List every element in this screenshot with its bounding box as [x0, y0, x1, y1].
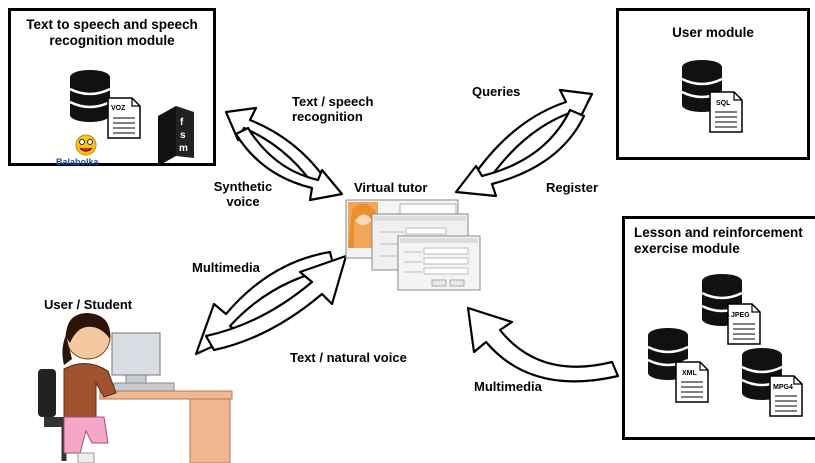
sql-file-tag: SQL [716, 100, 731, 107]
label-synthetic-voice: Synthetic voice [213, 179, 273, 209]
student-hair [66, 313, 111, 343]
arrow-to-virtual-tutor-from-user [454, 108, 586, 198]
arrow-to-virtual-tutor-from-tts [234, 126, 344, 202]
document-icon: VOZ [107, 97, 141, 139]
jpeg-file-tag: JPEG [731, 312, 750, 319]
lesson-module-title: Lesson and reinforcement exercise module [634, 225, 803, 256]
document-icon: MPG4 [769, 375, 803, 417]
student-pants [63, 416, 109, 454]
balabolka-logo-icon [75, 134, 97, 156]
arrow-to-virtual-tutor-from-student [204, 254, 348, 352]
tts-module-graphics: VOZ f s m Balabolka [56, 68, 194, 167]
keyboard [113, 382, 175, 392]
label-text-natural-voice: Text / natural voice [290, 350, 407, 365]
tts-module-title: Text to speech and speech recognition mo… [26, 17, 198, 48]
virtual-tutor-screens [345, 199, 481, 291]
user-module-title: User module [672, 25, 754, 40]
label-queries: Queries [472, 84, 521, 99]
voz-file-tag: VOZ [111, 105, 126, 112]
fsm-book-icon: f s m [158, 106, 194, 166]
xml-file-tag: XML [682, 370, 698, 377]
label-multimedia-left: Multimedia [192, 260, 260, 275]
arrow-to-tts-module [224, 106, 332, 194]
lesson-module-box: Lesson and reinforcement exercise module… [622, 216, 815, 440]
computer-monitor [111, 332, 161, 376]
balabolka-logo-text: Balabolka [56, 157, 100, 167]
label-text-speech-recognition: Text / speech recognition [292, 94, 374, 124]
tts-module-box: Text to speech and speech recognition mo… [8, 8, 216, 167]
fsm-letter-m: m [179, 143, 188, 154]
student-shirt [63, 363, 117, 418]
chair-back [38, 369, 56, 417]
document-icon: XML [675, 361, 709, 403]
user-module-box: User module SQL [616, 8, 810, 160]
arrow-multimedia-to-virtual-tutor [466, 306, 620, 383]
document-icon: JPEG [727, 303, 761, 345]
label-multimedia-right: Multimedia [474, 379, 542, 394]
student-illustration [38, 313, 233, 463]
virtual-tutor-title: Virtual tutor [354, 180, 428, 195]
mpg4-file-tag: MPG4 [773, 384, 793, 391]
lesson-module-graphics: JPEG XML MPG4 [646, 272, 803, 417]
user-module-graphics: SQL [680, 58, 743, 133]
student-title: User / Student [44, 297, 133, 312]
label-register: Register [546, 180, 599, 195]
document-icon: SQL [709, 91, 743, 133]
fsm-letter-f: f [180, 117, 184, 128]
arrow-to-user-module [470, 88, 594, 186]
fsm-letter-s: s [180, 130, 186, 141]
desk [99, 390, 233, 400]
